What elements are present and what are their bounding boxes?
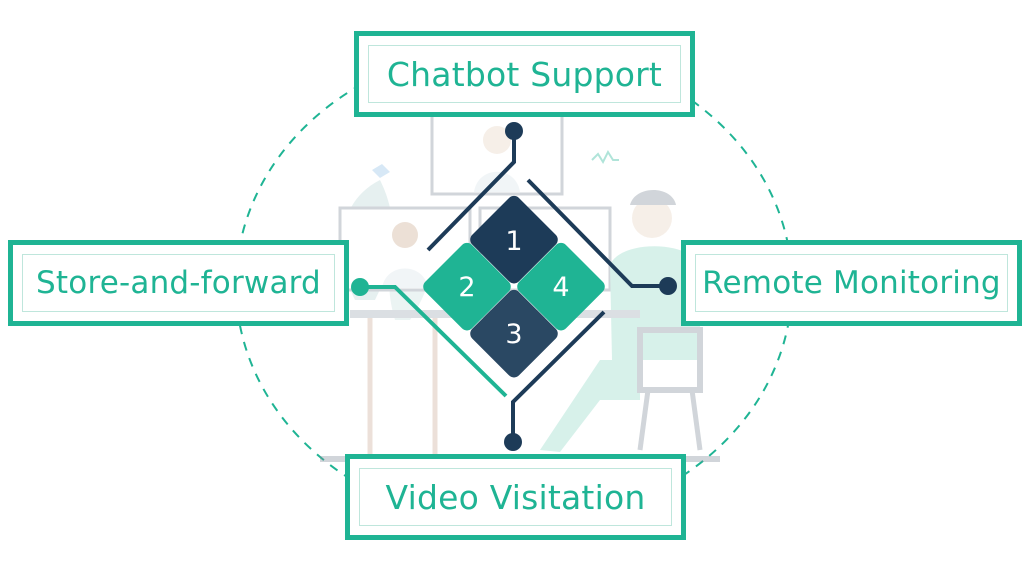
endpoint-dot-right (659, 277, 677, 295)
quadrant-1 (470, 195, 558, 284)
quadrant-2 (423, 242, 511, 331)
video-visitation-box: Video Visitation (345, 454, 686, 540)
connector-right (526, 178, 668, 288)
quadrant-4 (517, 242, 605, 331)
endpoint-dot-bottom (504, 433, 522, 451)
connector-lines (360, 131, 668, 442)
endpoint-dot-top (505, 122, 523, 140)
connector-top (426, 131, 516, 252)
store-and-forward-box: Store-and-forward (8, 240, 349, 326)
store-and-forward-label: Store-and-forward (22, 254, 335, 312)
chatbot-support-label: Chatbot Support (368, 45, 681, 103)
connector-left (360, 285, 508, 398)
quadrant-3-number: 3 (505, 319, 522, 350)
quadrant-2-number: 2 (458, 272, 475, 303)
quadrant-3 (470, 289, 558, 378)
remote-monitoring-label: Remote Monitoring (695, 254, 1008, 312)
connector-bottom (511, 310, 606, 442)
endpoint-dot-left (351, 278, 369, 296)
chatbot-support-box: Chatbot Support (354, 31, 695, 117)
video-visitation-label: Video Visitation (359, 468, 672, 526)
quadrant-4-number: 4 (552, 272, 569, 303)
quadrant-diamond: 1 2 4 3 (423, 195, 605, 378)
quadrant-1-number: 1 (505, 226, 522, 257)
remote-monitoring-box: Remote Monitoring (681, 240, 1022, 326)
